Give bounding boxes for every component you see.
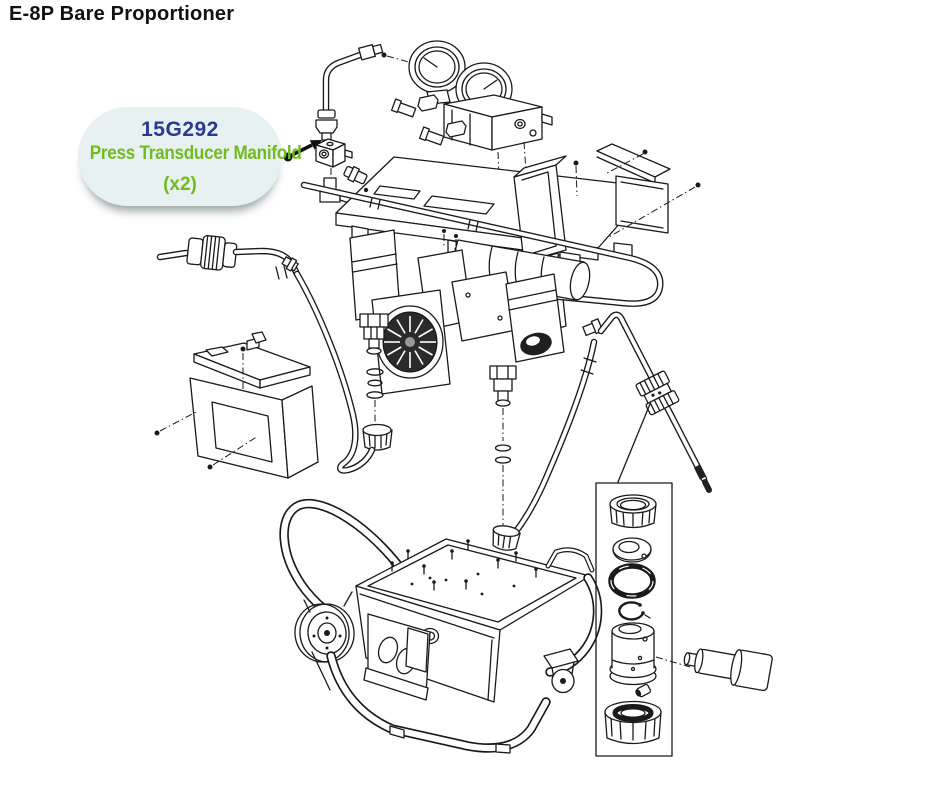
valve-housing bbox=[609, 622, 657, 686]
hose-swivel-left bbox=[362, 423, 393, 451]
screw-icon bbox=[642, 149, 648, 155]
nipple-fitting bbox=[343, 165, 368, 185]
screw-icon bbox=[154, 430, 160, 436]
retaining-ring bbox=[618, 601, 651, 621]
manifold-rail-tube bbox=[300, 181, 664, 307]
handle bbox=[279, 498, 403, 629]
large-o-ring bbox=[608, 563, 656, 599]
mounting-studs bbox=[390, 539, 538, 596]
gauge-valve-block bbox=[390, 94, 553, 251]
o-ring-icon bbox=[367, 379, 383, 387]
left-pump-fittings bbox=[359, 313, 393, 451]
pin-fitting bbox=[635, 683, 652, 698]
spray-wand bbox=[582, 311, 712, 493]
bottom-nut bbox=[604, 700, 662, 745]
press-transducer-manifold-part bbox=[315, 138, 353, 168]
valve-detail-box bbox=[595, 482, 773, 757]
page-title: E-8P Bare Proportioner bbox=[9, 3, 235, 25]
part-number: 15G292 bbox=[141, 118, 219, 141]
right-pump-fittings bbox=[489, 365, 517, 525]
o-ring-icon bbox=[366, 368, 384, 376]
caster bbox=[543, 648, 579, 694]
screw-icon bbox=[207, 464, 213, 470]
wand-coupling bbox=[635, 370, 680, 416]
o-ring-icon bbox=[494, 444, 512, 452]
o-ring-icon bbox=[366, 391, 384, 399]
part-quantity: (x2) bbox=[163, 174, 197, 195]
right-hose bbox=[492, 338, 598, 551]
packing-nut bbox=[609, 494, 657, 529]
electrical-enclosure bbox=[154, 331, 319, 479]
cooling-fan bbox=[376, 305, 444, 379]
screw-icon bbox=[695, 182, 701, 188]
hose-coupler bbox=[156, 234, 301, 278]
inlet-tube-assembly bbox=[315, 43, 428, 141]
screw-icon bbox=[240, 346, 246, 352]
left-hose bbox=[275, 265, 376, 474]
pump-motor-assembly bbox=[349, 229, 591, 395]
hose-swivel-right bbox=[492, 525, 521, 551]
washer bbox=[612, 537, 652, 563]
cover-panels bbox=[596, 143, 701, 238]
part-callout[interactable]: 15G292 Press Transducer Manifold (x2) bbox=[78, 107, 302, 206]
side-cartridge bbox=[683, 648, 773, 692]
cart-frame bbox=[279, 498, 603, 754]
wheel bbox=[294, 591, 355, 663]
o-ring-icon bbox=[494, 456, 512, 464]
part-name: Press Transducer Manifold bbox=[89, 143, 302, 164]
